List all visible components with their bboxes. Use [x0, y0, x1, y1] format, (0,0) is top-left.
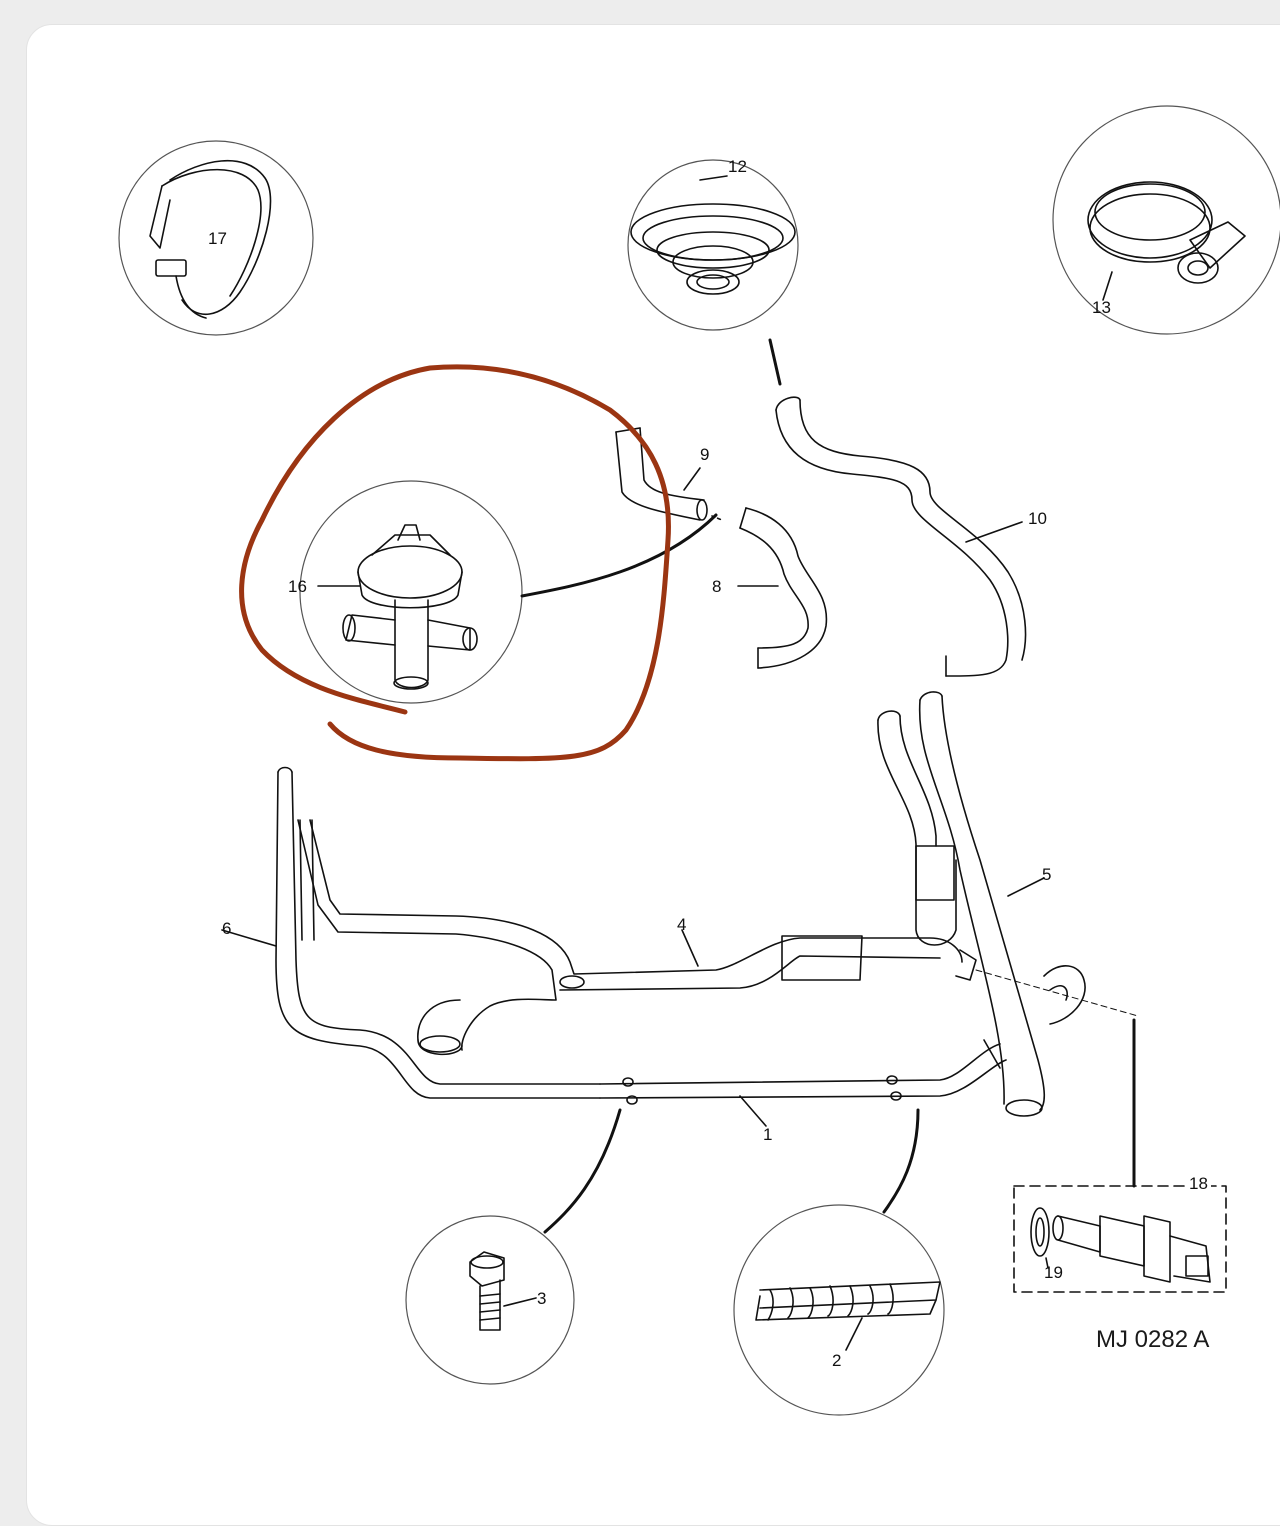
detail-circle-tie-wrap	[118, 140, 314, 336]
diagram-reference-code: MJ 0282 A	[1096, 1326, 1210, 1353]
callout-10: 10	[1028, 509, 1047, 528]
detail-circle-bolt	[405, 1215, 575, 1385]
callout-9: 9	[700, 445, 710, 464]
diagram-card	[26, 24, 1280, 1526]
detail-box-sensor	[1013, 1185, 1227, 1293]
parts-diagram	[118, 105, 1280, 1416]
callout-5: 5	[1042, 865, 1052, 884]
callout-8: 8	[712, 577, 722, 596]
callout-18: 18	[1186, 1175, 1211, 1192]
detail-circle-hose-clamp	[1052, 105, 1280, 335]
detail-circle-sleeve	[733, 1204, 945, 1416]
pipe-1	[599, 969, 1139, 1127]
hose-10	[775, 396, 1027, 677]
highlight-annotation	[239, 364, 671, 762]
callout-12: 12	[728, 157, 747, 176]
callout-3: 3	[537, 1289, 547, 1308]
callout-19: 19	[1044, 1263, 1063, 1282]
detail-circle-grommet	[627, 159, 799, 386]
hose-6	[221, 766, 601, 1099]
callout-6: 6	[222, 919, 232, 938]
detail-circle-heater-valve	[299, 480, 718, 704]
hose-4	[297, 819, 963, 1056]
callout-4: 4	[677, 915, 687, 934]
callout-13: 13	[1092, 298, 1111, 317]
hose-8	[737, 507, 828, 669]
hose-9	[615, 427, 723, 521]
callout-1: 1	[763, 1125, 773, 1144]
hose-5	[877, 691, 1086, 1117]
callout-2: 2	[832, 1351, 842, 1370]
callout-17: 17	[208, 229, 227, 248]
callout-16: 16	[288, 577, 307, 596]
